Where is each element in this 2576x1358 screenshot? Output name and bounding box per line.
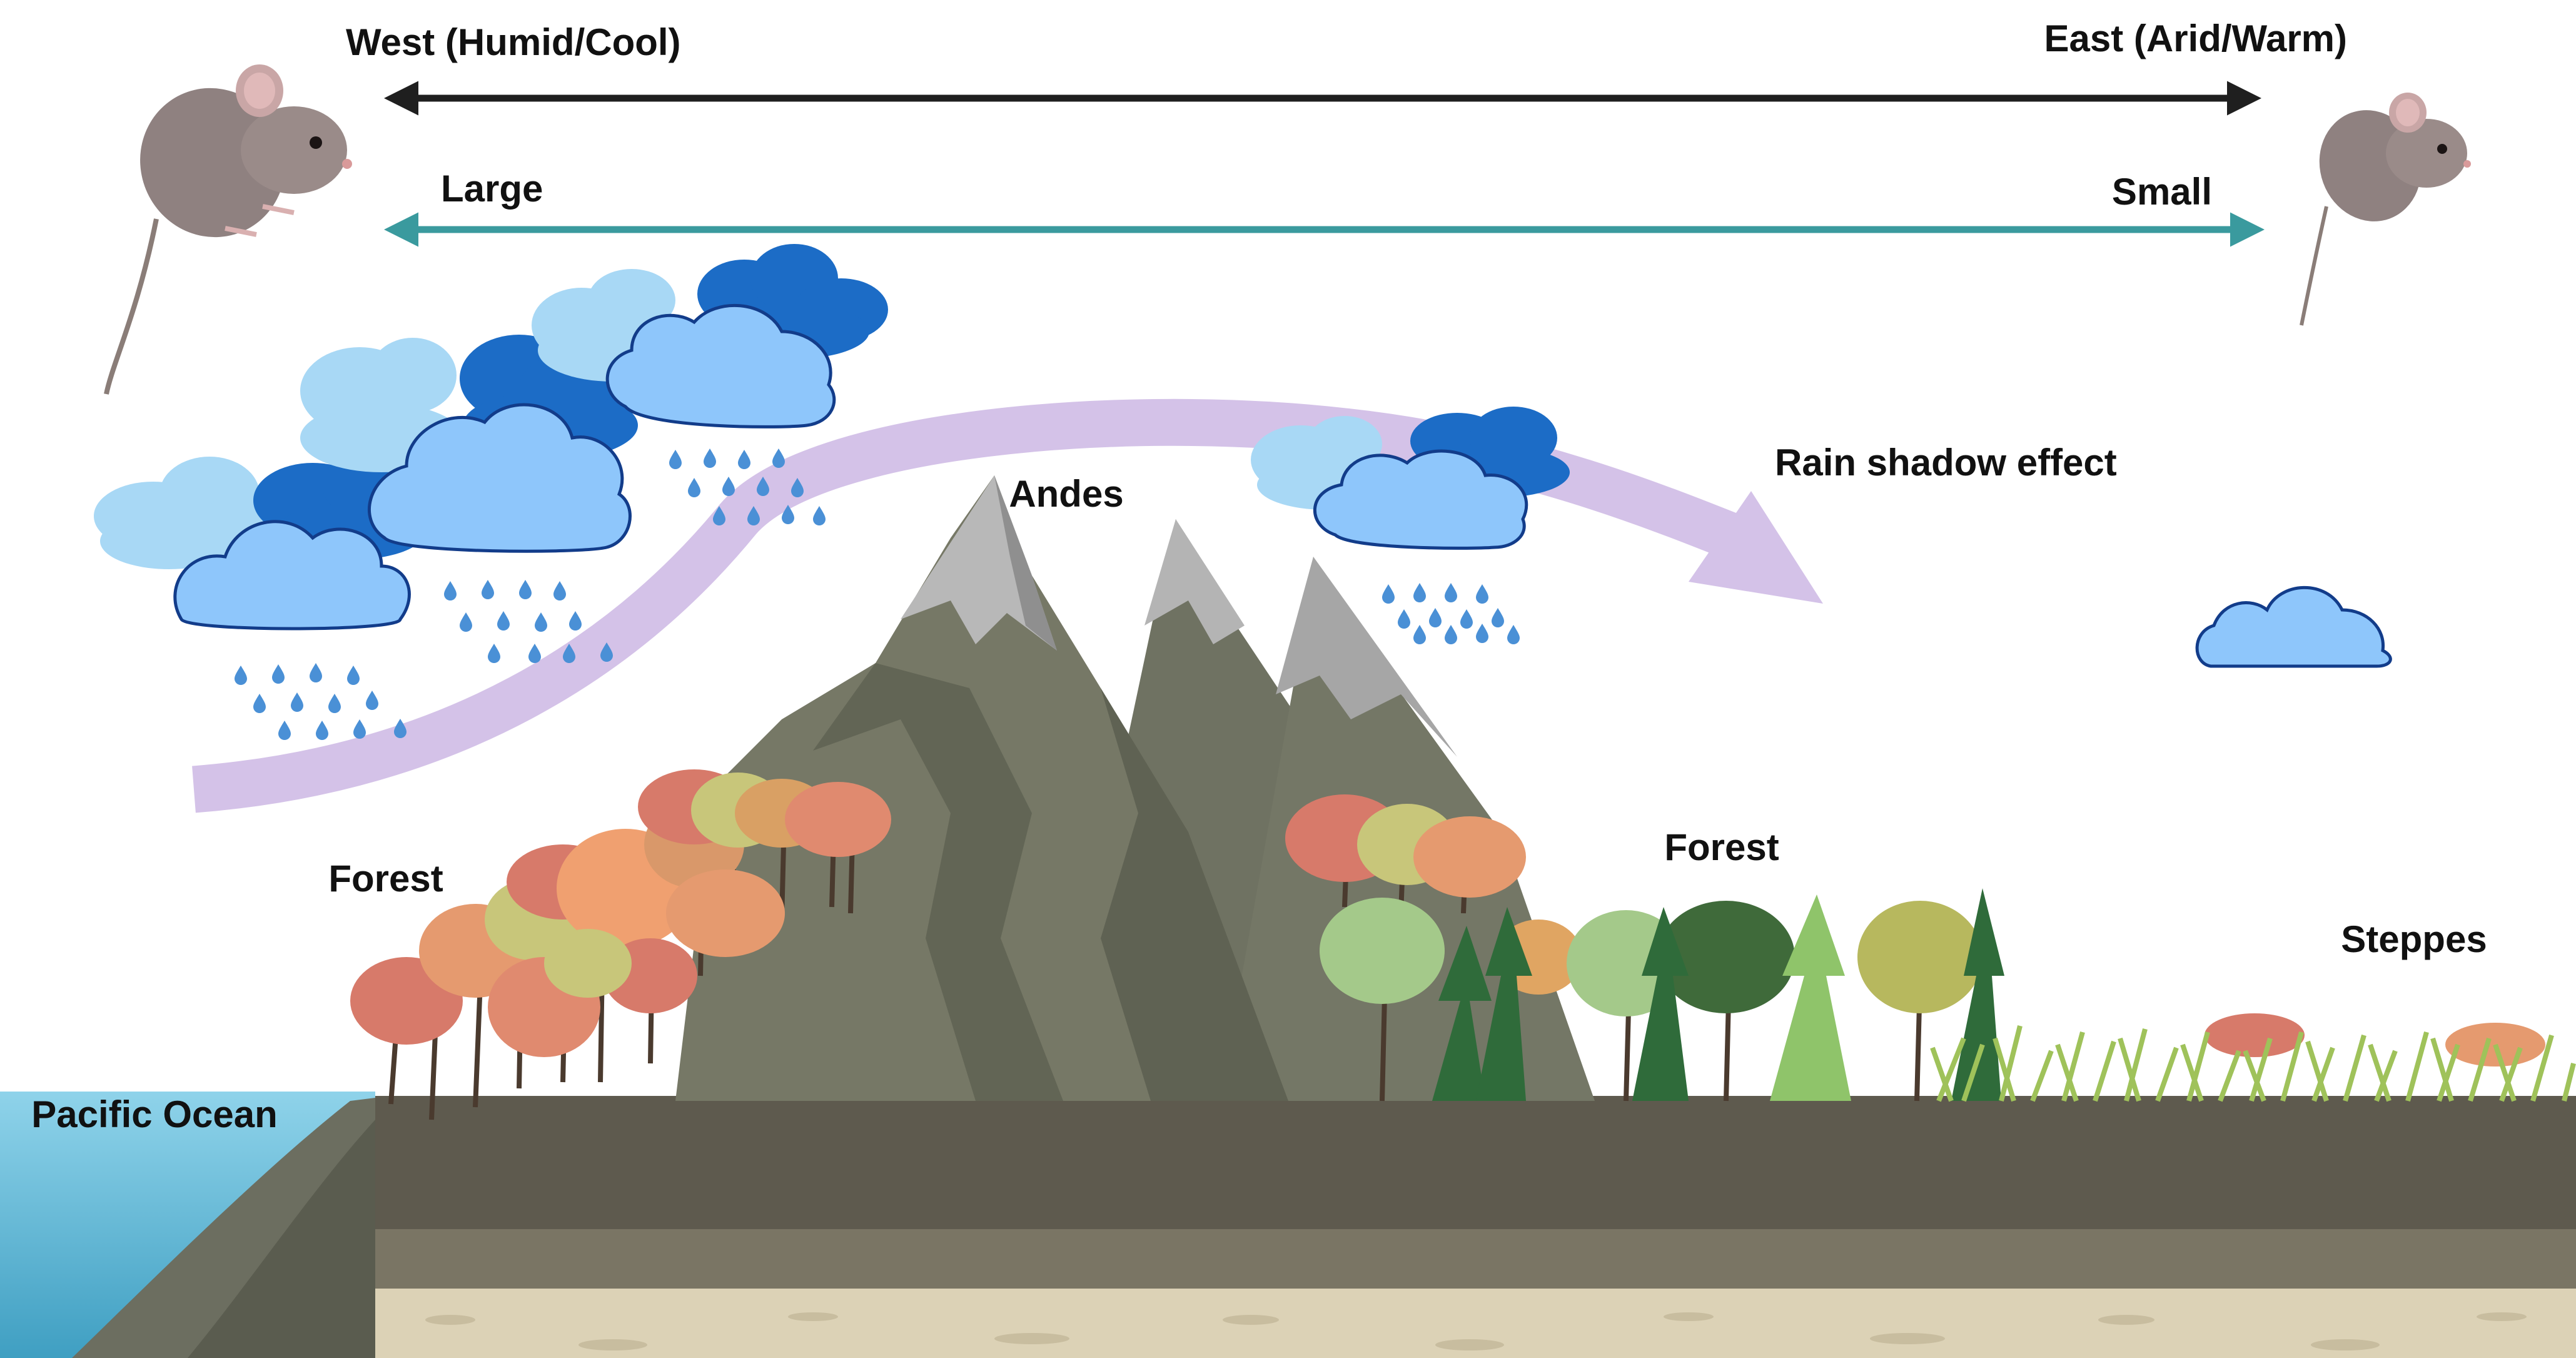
cloud-group-4 [1251,407,1570,550]
forest-east-label: Forest [1664,826,1779,868]
east-forest [1285,794,2004,1102]
large-mouse-icon [104,64,352,395]
pacific-ocean-label: Pacific Ocean [31,1093,278,1135]
east-label: East (Arid/Warm) [2044,18,2347,59]
rain-drops-1 [235,663,407,740]
small-mouse-icon [2300,93,2471,326]
large-label: Large [441,168,543,210]
rain-drops-4 [1382,583,1520,644]
west-forest [350,769,891,1120]
ground [375,1096,2576,1358]
rain-shadow-label: Rain shadow effect [1775,442,2117,484]
cloud-group-1 [94,450,425,631]
small-cloud-icon [2195,585,2392,668]
cloud-group-3 [532,244,888,428]
small-label: Small [2112,171,2212,213]
steppe-grass [1930,1013,2576,1102]
forest-west-label: Forest [328,858,443,899]
coastal-cliff [72,1098,375,1358]
west-label: West (Humid/Cool) [346,21,681,63]
andes-mountains [675,475,1595,1101]
steppes-label: Steppes [2341,918,2487,960]
andes-label: Andes [1009,473,1123,515]
